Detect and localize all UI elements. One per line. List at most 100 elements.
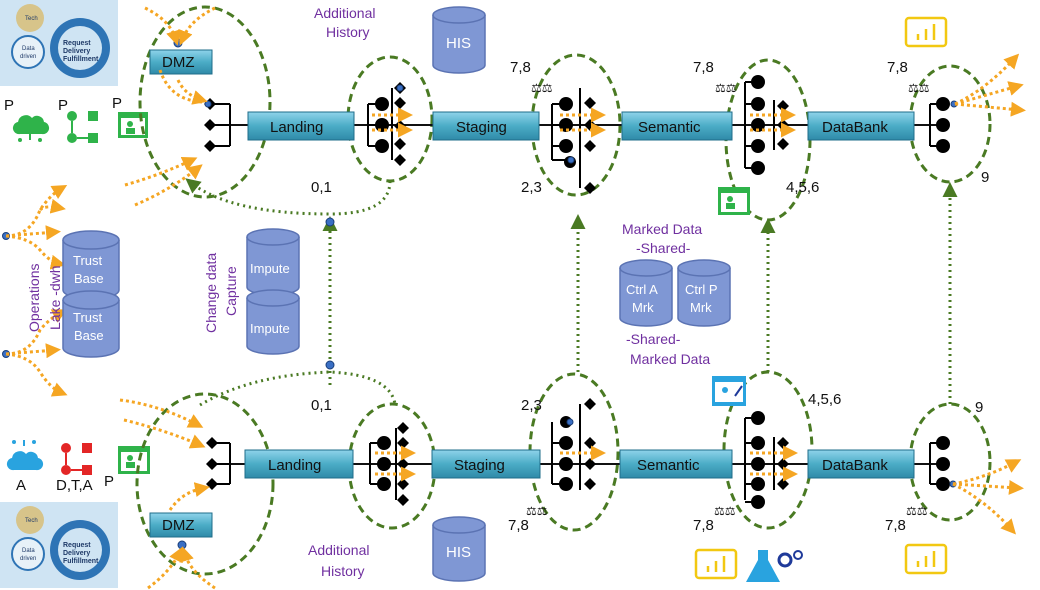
diagram-label: Base	[74, 328, 104, 343]
diagram-label: DMZ	[162, 517, 195, 534]
diagram-label: -Shared-	[636, 240, 691, 256]
diagram-label: 7,8	[508, 517, 529, 534]
diagram-label: Staging	[454, 457, 505, 474]
workflow-icon	[67, 111, 98, 143]
lane-lines	[225, 124, 945, 465]
diagram-label: 4,5,6	[808, 391, 841, 408]
diagram-label: driven	[20, 556, 36, 562]
presentation-icon	[118, 112, 148, 138]
cylinders	[62, 6, 731, 582]
diagram-label: driven	[20, 54, 36, 60]
diagram-label: 9	[975, 399, 983, 416]
bottom-left-icons: A D,T,A P	[6, 440, 150, 494]
connector-node	[325, 360, 335, 370]
additional-history-top: Additional	[314, 5, 376, 21]
green-connectors	[185, 178, 958, 407]
diagram-label: DataBank	[822, 457, 888, 474]
diagram-label: Ctrl P	[685, 282, 718, 297]
lake-dwh-label: Lake -dwh	[47, 265, 63, 330]
change-data-label: Change data	[203, 253, 219, 333]
diagram-label: 0,1	[311, 179, 332, 196]
diagram-label: Semantic	[637, 457, 700, 474]
semantic-box-top	[621, 111, 733, 141]
presentation-icon	[118, 446, 150, 474]
diagram-label: 0,1	[311, 397, 332, 414]
diagram-label: History	[321, 563, 365, 579]
diagram-label: HIS	[446, 544, 471, 561]
diagram-label: 2,3	[521, 179, 542, 196]
diagram-label: Marked Data	[630, 351, 710, 367]
diagram-label: P	[58, 97, 68, 114]
orange-flows	[5, 6, 1026, 590]
top-left-icons: P P P	[4, 95, 148, 143]
additional-history-bottom: Additional	[308, 542, 370, 558]
diagram-label: ⚖⚖	[715, 81, 737, 95]
powerbi-icon	[904, 16, 948, 48]
diagram-label: 4,5,6	[786, 179, 819, 196]
scale-icon: ⚖⚖ ⚖⚖ ⚖⚖ ⚖⚖ ⚖⚖ ⚖⚖	[526, 81, 930, 518]
lab-flask-gear-icon	[746, 550, 803, 582]
dmz-ellipse-bottom	[135, 392, 275, 576]
diagram-label: D,T,A	[56, 477, 93, 494]
diagram-label: Base	[74, 271, 104, 286]
node-trees	[204, 75, 950, 509]
diagram-label: DMZ	[162, 54, 195, 71]
diagram-label: 7,8	[885, 517, 906, 534]
powerbi-icon	[904, 543, 948, 575]
diagram-label: HIS	[446, 35, 471, 52]
diagram-label: Delivery	[63, 48, 90, 55]
diagram-label: Trust	[73, 310, 103, 325]
diagram-label: ⚖⚖	[531, 81, 553, 95]
diagram-label: 9	[981, 169, 989, 186]
diagram-label: Trust	[73, 253, 103, 268]
workflow-icon	[61, 443, 92, 475]
operations-label: Operations	[26, 264, 42, 332]
diagram-label: P	[104, 473, 114, 490]
landing-ellipse-top	[346, 55, 434, 183]
databank-ellipse-top	[908, 64, 992, 184]
diagram-label: Fulfillment	[63, 56, 99, 63]
diagram-label: Mrk	[632, 300, 654, 315]
diagram-label: DataBank	[822, 119, 888, 136]
databank-box-top	[807, 111, 915, 141]
databank-ellipse-bottom	[908, 402, 992, 522]
diagram-label: Impute	[250, 321, 290, 336]
diagram-label: 7,8	[693, 59, 714, 76]
diagram-label: P	[112, 95, 122, 112]
staging-box-top	[432, 111, 540, 141]
diagram-label: 2,3	[521, 397, 542, 414]
diagram-label: Landing	[270, 119, 323, 136]
diagram-label: History	[326, 24, 370, 40]
diagram-label: Staging	[456, 119, 507, 136]
diagram-label: Delivery	[63, 550, 90, 557]
staging-box-bottom	[431, 449, 541, 479]
diagram-label: Data	[22, 46, 35, 52]
diagram-label: P	[4, 97, 14, 114]
gear-badge-bottom: Tech Request Delivery Fulfillment Data d…	[0, 502, 118, 588]
powerbi-icon	[694, 548, 738, 580]
gear-badge-top: Tech Request Delivery Fulfillment Data d…	[0, 0, 118, 86]
diagram-label: ⚖⚖	[908, 81, 930, 95]
diagram-label: Request	[63, 40, 91, 47]
diagram-label: Ctrl A	[626, 282, 658, 297]
diagram-label: ⚖⚖	[714, 504, 736, 518]
diagram-label: Mrk	[690, 300, 712, 315]
landing-ellipse-bottom	[347, 402, 437, 530]
databank-box-bottom	[807, 449, 915, 479]
bottom-zone-boxes: DMZ Landing Staging Semantic DataBank	[149, 449, 915, 538]
diagram-label: Semantic	[638, 119, 701, 136]
diagram-label: Tech	[25, 518, 38, 524]
diagram-label: 7,8	[693, 517, 714, 534]
cloud-network-icon	[12, 115, 50, 142]
marked-data-bottom: -Shared-	[626, 331, 681, 347]
diagram-label: Landing	[268, 457, 321, 474]
diagram-label: Fulfillment	[63, 558, 99, 565]
landing-box-top	[247, 111, 355, 141]
diagram-label: Data	[22, 548, 35, 554]
presentation-icon	[718, 187, 750, 215]
landing-box-bottom	[244, 449, 354, 479]
diagram-label: 7,8	[887, 59, 908, 76]
dmz-box-bottom	[149, 512, 213, 538]
top-zone-boxes: DMZ Landing Staging Semantic DataBank	[149, 49, 915, 141]
presentation-icon	[712, 376, 746, 406]
